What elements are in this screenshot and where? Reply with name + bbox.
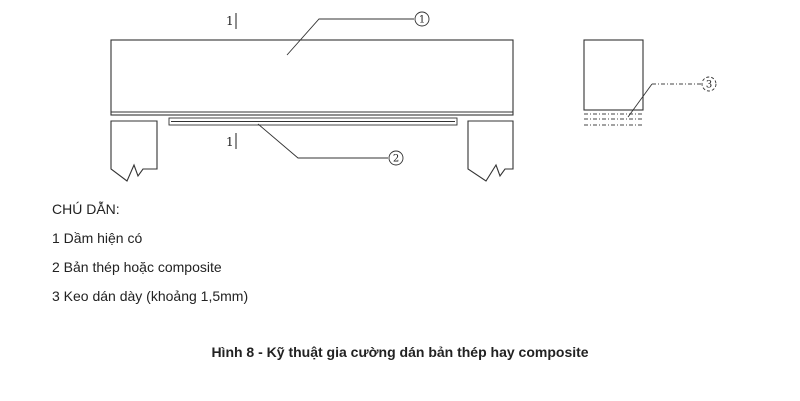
legend-item: 2 Bản thép hoặc composite — [52, 259, 222, 275]
figure-caption: Hình 8 - Kỹ thuật gia cường dán bản thép… — [211, 344, 589, 360]
beam-strengthening-diagram: 1 1 1 2 3 — [110, 11, 717, 182]
legend-item: 1 Dầm hiện có — [52, 230, 143, 246]
callout-label-1: 1 — [419, 15, 425, 26]
section-mark-bottom: 1 — [226, 135, 234, 149]
callout-circle-3 — [701, 76, 717, 92]
left-support — [110, 120, 158, 182]
leader-line-2 — [257, 123, 388, 159]
legend-item: 3 Keo dán dày (khoảng 1,5mm) — [52, 288, 249, 304]
legend-title: CHÚ DẪN: — [52, 201, 120, 217]
callout-label-2: 2 — [393, 154, 399, 165]
leader-line-1 — [286, 18, 414, 56]
existing-beam — [110, 39, 514, 116]
callout-label-3: 3 — [706, 80, 712, 91]
callout-circle-1 — [414, 11, 430, 27]
callout-circle-2 — [388, 150, 404, 166]
cross-section-beam — [583, 39, 644, 111]
section-mark-top: 1 — [226, 14, 234, 28]
bonded-plate — [168, 117, 458, 126]
right-support — [467, 120, 514, 182]
leader-line-3-diagonal — [627, 83, 653, 118]
